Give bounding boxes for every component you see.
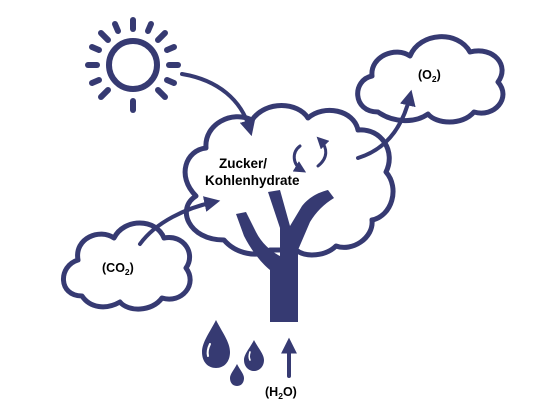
co2-to-tree-arrow: [138, 196, 221, 246]
sun-icon: [85, 17, 181, 113]
co2-cloud-icon: [61, 220, 193, 312]
tree-to-o2-arrow: [356, 89, 416, 160]
tree-crown-icon: [182, 103, 396, 258]
o2-cloud-icon: [355, 34, 506, 125]
tree-label-line2: Kohlenhydrate: [205, 173, 300, 188]
water-drops-icon: [202, 320, 264, 386]
sun-to-tree-arrow: [180, 72, 256, 137]
tree-trunk-icon: [236, 190, 334, 322]
h2o-label: (H2O): [265, 385, 297, 401]
o2-label: (O2): [418, 68, 441, 84]
co2-label: (CO2): [102, 261, 134, 277]
tree-label-line1: Zucker/: [219, 156, 267, 171]
cycle-arrows-icon: [292, 136, 330, 173]
